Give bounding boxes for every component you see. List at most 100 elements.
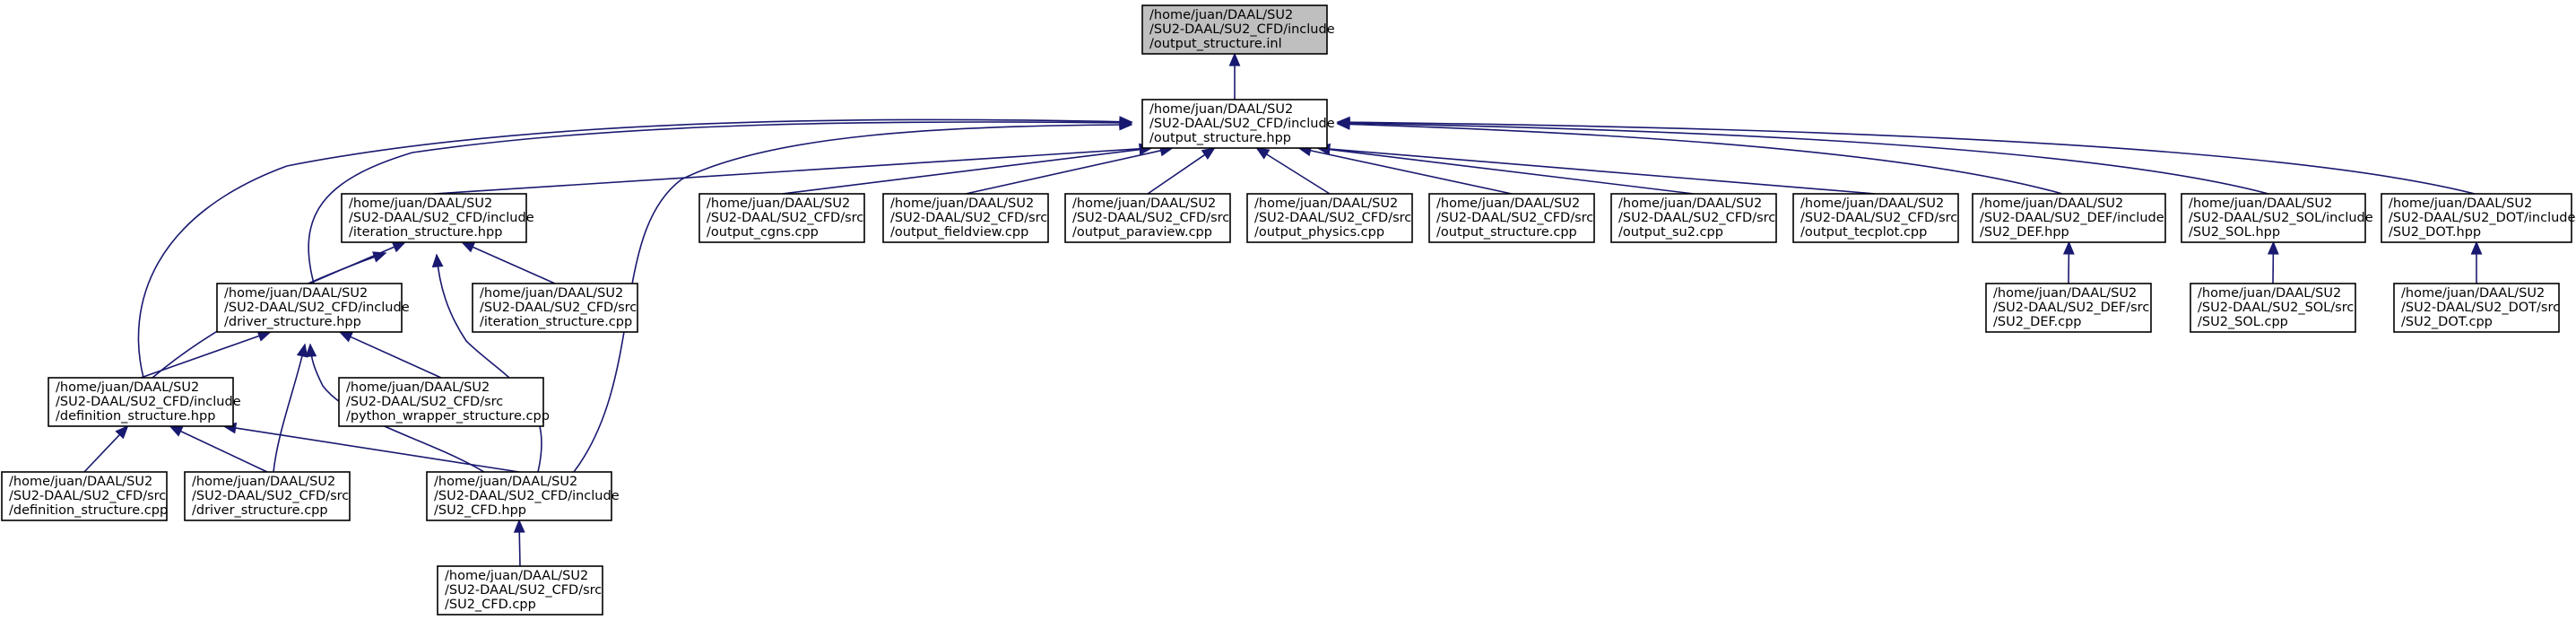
node-label-line: /home/juan/DAAL/SU2 bbox=[1993, 286, 2137, 301]
edge-line bbox=[140, 335, 261, 379]
node-label-line: /python_wrapper_structure.cpp bbox=[346, 409, 550, 424]
arrowhead-icon bbox=[1336, 116, 1350, 128]
node-su2-sol-hpp[interactable]: /home/juan/DAAL/SU2/SU2-DAAL/SU2_SOL/inc… bbox=[2181, 193, 2373, 243]
node-su2-cfd-hpp[interactable]: /home/juan/DAAL/SU2/SU2-DAAL/SU2_CFD/inc… bbox=[426, 471, 620, 521]
node-label-line: /home/juan/DAAL/SU2 bbox=[445, 569, 588, 583]
arrowhead-icon bbox=[513, 519, 525, 533]
node-label-line: /SU2-DAAL/SU2_SOL/include bbox=[2189, 211, 2373, 225]
node-output-structure-hpp[interactable]: /home/juan/DAAL/SU2/SU2-DAAL/SU2_CFD/inc… bbox=[1141, 99, 1335, 149]
arrowhead-icon bbox=[1119, 118, 1133, 131]
edge-line bbox=[433, 147, 1141, 195]
node-driver-structure-cpp[interactable]: /home/juan/DAAL/SU2/SU2-DAAL/SU2_CFD/src… bbox=[184, 471, 351, 521]
edge-line bbox=[1265, 153, 1331, 195]
node-label-line: /output_structure.cpp bbox=[1436, 225, 1577, 240]
edge-line bbox=[1337, 122, 2269, 195]
node-label-line: /home/juan/DAAL/SU2 bbox=[346, 380, 490, 395]
edge-line bbox=[471, 246, 556, 284]
node-su2-dot-hpp[interactable]: /home/juan/DAAL/SU2/SU2-DAAL/SU2_DOT/inc… bbox=[2381, 193, 2576, 243]
node-output-fieldview-cpp[interactable]: /home/juan/DAAL/SU2/SU2-DAAL/SU2_CFD/src… bbox=[882, 193, 1049, 243]
node-box[interactable] bbox=[472, 283, 638, 333]
node-box[interactable] bbox=[338, 377, 544, 427]
arrowhead-icon bbox=[2062, 240, 2075, 255]
node-definition-structure-hpp[interactable]: /home/juan/DAAL/SU2/SU2-DAAL/SU2_CFD/inc… bbox=[48, 377, 241, 427]
node-label-line: /output_fieldview.cpp bbox=[890, 225, 1028, 240]
node-label-line: /home/juan/DAAL/SU2 bbox=[56, 380, 199, 395]
node-label-line: /home/juan/DAAL/SU2 bbox=[1149, 102, 1293, 117]
arrowhead-icon bbox=[115, 424, 129, 440]
node-driver-structure-hpp[interactable]: /home/juan/DAAL/SU2/SU2-DAAL/SU2_CFD/inc… bbox=[216, 283, 410, 333]
node-box[interactable] bbox=[1246, 193, 1413, 243]
node-output-tecplot-cpp[interactable]: /home/juan/DAAL/SU2/SU2-DAAL/SU2_CFD/src… bbox=[1792, 193, 1959, 243]
edge-line bbox=[781, 148, 1141, 195]
node-box[interactable] bbox=[882, 193, 1049, 243]
node-label-line: /home/juan/DAAL/SU2 bbox=[1072, 196, 1216, 211]
arrowhead-icon bbox=[169, 425, 184, 437]
node-label-line: /home/juan/DAAL/SU2 bbox=[1980, 196, 2123, 211]
node-label-line: /SU2-DAAL/SU2_DEF/src bbox=[1993, 301, 2149, 315]
arrowhead-icon bbox=[296, 343, 308, 358]
node-box[interactable] bbox=[1792, 193, 1959, 243]
node-box[interactable] bbox=[1985, 283, 2152, 333]
edge-line bbox=[965, 149, 1162, 195]
node-box[interactable] bbox=[1972, 193, 2166, 243]
node-label-line: /SU2-DAAL/SU2_CFD/src bbox=[480, 301, 637, 315]
node-iteration-structure-cpp[interactable]: /home/juan/DAAL/SU2/SU2-DAAL/SU2_CFD/src… bbox=[472, 283, 638, 333]
node-label-line: /home/juan/DAAL/SU2 bbox=[1618, 196, 1762, 211]
edge-line bbox=[1147, 153, 1207, 195]
node-su2-def-hpp[interactable]: /home/juan/DAAL/SU2/SU2-DAAL/SU2_DEF/inc… bbox=[1972, 193, 2166, 243]
node-box[interactable] bbox=[184, 471, 351, 521]
node-definition-structure-cpp[interactable]: /home/juan/DAAL/SU2/SU2-DAAL/SU2_CFD/src… bbox=[1, 471, 168, 521]
arrowhead-icon bbox=[391, 241, 407, 253]
node-output-physics-cpp[interactable]: /home/juan/DAAL/SU2/SU2-DAAL/SU2_CFD/src… bbox=[1246, 193, 1413, 243]
edge-su2_def_hpp-to-output_structure_hpp bbox=[1336, 118, 2063, 195]
edge-line bbox=[137, 118, 1132, 379]
node-box[interactable] bbox=[341, 193, 527, 243]
node-label-line: /SU2-DAAL/SU2_CFD/src bbox=[1618, 211, 1775, 225]
node-label-line: /home/juan/DAAL/SU2 bbox=[2401, 286, 2545, 301]
node-output-structure-cpp[interactable]: /home/juan/DAAL/SU2/SU2-DAAL/SU2_CFD/src… bbox=[1428, 193, 1595, 243]
node-box[interactable] bbox=[1141, 4, 1328, 55]
node-label-line: /SU2-DAAL/SU2_CFD/include bbox=[349, 211, 534, 225]
edge-su2_def_cpp-to-su2_def_hpp bbox=[2062, 240, 2075, 284]
node-label-line: /SU2_CFD.hpp bbox=[434, 503, 526, 518]
node-output-cgns-cpp[interactable]: /home/juan/DAAL/SU2/SU2-DAAL/SU2_CFD/src… bbox=[698, 193, 865, 243]
node-box[interactable] bbox=[437, 565, 603, 616]
node-box[interactable] bbox=[1428, 193, 1595, 243]
node-box[interactable] bbox=[426, 471, 612, 521]
node-box[interactable] bbox=[1610, 193, 1777, 243]
arrowhead-icon bbox=[2267, 240, 2279, 255]
node-output-structure-inl[interactable]: /home/juan/DAAL/SU2/SU2-DAAL/SU2_CFD/inc… bbox=[1141, 4, 1335, 55]
edge-line bbox=[349, 336, 442, 379]
node-label-line: /home/juan/DAAL/SU2 bbox=[349, 196, 492, 211]
node-iteration-structure-hpp[interactable]: /home/juan/DAAL/SU2/SU2-DAAL/SU2_CFD/inc… bbox=[341, 193, 534, 243]
node-box[interactable] bbox=[1, 471, 168, 521]
edge-driver_structure_cpp-to-driver_structure_hpp bbox=[273, 343, 308, 473]
node-python-wrapper-structure-cpp[interactable]: /home/juan/DAAL/SU2/SU2-DAAL/SU2_CFD/src… bbox=[338, 377, 550, 427]
node-output-paraview-cpp[interactable]: /home/juan/DAAL/SU2/SU2-DAAL/SU2_CFD/src… bbox=[1064, 193, 1231, 243]
node-label-line: /SU2_SOL.hpp bbox=[2189, 225, 2280, 240]
node-box[interactable] bbox=[2181, 193, 2366, 243]
node-box[interactable] bbox=[216, 283, 403, 333]
node-label-line: /SU2-DAAL/SU2_CFD/src bbox=[346, 395, 503, 409]
node-box[interactable] bbox=[1064, 193, 1231, 243]
node-su2-cfd-cpp[interactable]: /home/juan/DAAL/SU2/SU2-DAAL/SU2_CFD/src… bbox=[437, 565, 603, 616]
node-box[interactable] bbox=[698, 193, 865, 243]
node-label-line: /home/juan/DAAL/SU2 bbox=[890, 196, 1034, 211]
edge-line bbox=[573, 124, 1132, 473]
node-output-su2-cpp[interactable]: /home/juan/DAAL/SU2/SU2-DAAL/SU2_CFD/src… bbox=[1610, 193, 1777, 243]
node-label-line: /home/juan/DAAL/SU2 bbox=[1436, 196, 1580, 211]
node-label-line: /output_su2.cpp bbox=[1618, 225, 1723, 240]
node-box[interactable] bbox=[48, 377, 234, 427]
node-box[interactable] bbox=[2190, 283, 2356, 333]
node-label-line: /SU2-DAAL/SU2_CFD/src bbox=[890, 211, 1047, 225]
node-label-line: /driver_structure.hpp bbox=[224, 315, 361, 329]
node-box[interactable] bbox=[2393, 283, 2560, 333]
arrowhead-icon bbox=[1228, 52, 1241, 66]
node-box[interactable] bbox=[2381, 193, 2572, 243]
node-box[interactable] bbox=[1141, 99, 1328, 149]
node-label-line: /SU2-DAAL/SU2_CFD/include bbox=[56, 395, 241, 409]
node-su2-def-cpp[interactable]: /home/juan/DAAL/SU2/SU2-DAAL/SU2_DEF/src… bbox=[1985, 283, 2152, 333]
node-su2-sol-cpp[interactable]: /home/juan/DAAL/SU2/SU2-DAAL/SU2_SOL/src… bbox=[2190, 283, 2356, 333]
node-label-line: /output_physics.cpp bbox=[1254, 225, 1384, 240]
node-su2-dot-cpp[interactable]: /home/juan/DAAL/SU2/SU2-DAAL/SU2_DOT/src… bbox=[2393, 283, 2560, 333]
